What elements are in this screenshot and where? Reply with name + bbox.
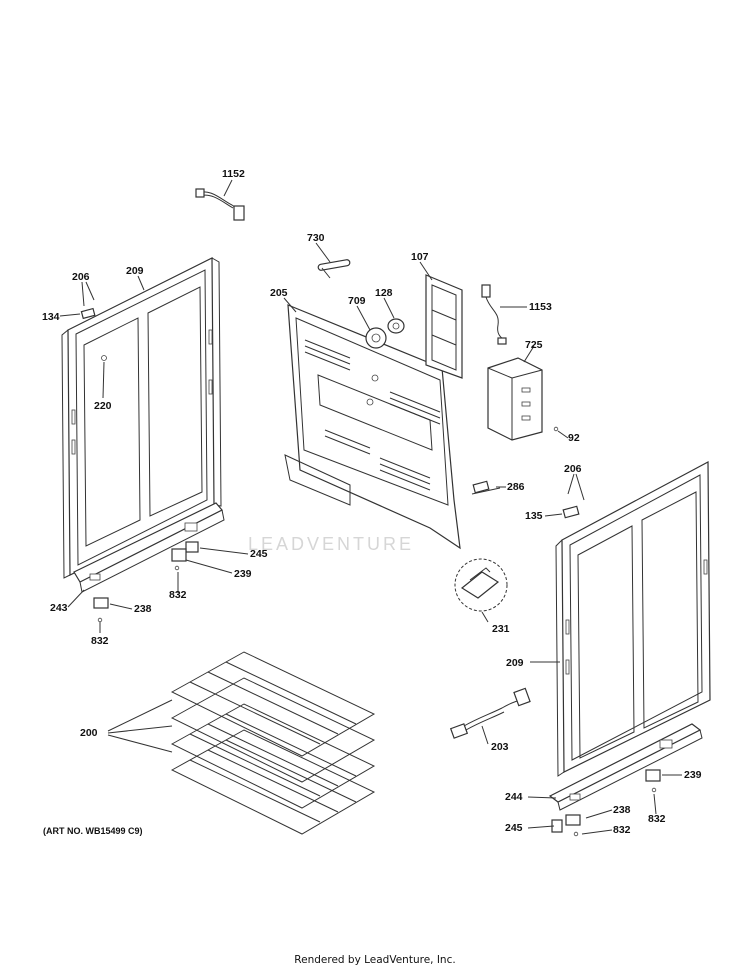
callout-832-right-a[interactable]: 832	[648, 813, 666, 825]
right-hardware	[551, 505, 661, 837]
washer-128	[387, 318, 405, 334]
part-286	[471, 480, 501, 495]
watermark-text: LEADVENTURE	[248, 534, 415, 554]
callout-135[interactable]: 135	[525, 510, 543, 522]
callout-239-right[interactable]: 239	[684, 769, 702, 781]
callout-832-left-b[interactable]: 832	[91, 635, 109, 647]
callout-200[interactable]: 200	[80, 727, 98, 739]
callout-239-left[interactable]: 239	[234, 568, 252, 580]
footer-credit: Rendered by LeadVenture, Inc.	[294, 954, 456, 966]
callout-134[interactable]: 134	[42, 311, 60, 323]
callout-238-left[interactable]: 238	[134, 603, 152, 615]
callout-203[interactable]: 203	[491, 741, 509, 753]
callout-206-left[interactable]: 206	[72, 271, 90, 283]
right-side-panel	[555, 461, 711, 777]
callout-709[interactable]: 709	[348, 295, 366, 307]
right-bottom-rail	[548, 723, 703, 811]
oven-racks	[170, 651, 376, 835]
callout-832-right-b[interactable]: 832	[613, 824, 631, 836]
callout-107[interactable]: 107	[411, 251, 429, 263]
bracket-725	[487, 357, 543, 441]
callout-128[interactable]: 128	[375, 287, 393, 299]
callout-92[interactable]: 92	[568, 432, 580, 444]
callout-209-left[interactable]: 209	[126, 265, 144, 277]
callout-244[interactable]: 244	[505, 791, 523, 803]
callout-206-right[interactable]: 206	[564, 463, 582, 475]
detail-231	[454, 558, 508, 612]
wire-harness-1152	[195, 188, 245, 221]
callout-220[interactable]: 220	[94, 400, 112, 412]
fan-grommet-709	[365, 327, 387, 349]
callout-286[interactable]: 286	[507, 481, 525, 493]
left-hardware	[80, 307, 199, 623]
element-730	[317, 259, 351, 279]
callout-243[interactable]: 243	[50, 602, 68, 614]
leader-lines	[59, 179, 682, 835]
art-number: (ART NO. WB15499 C9)	[43, 826, 143, 836]
callout-1153[interactable]: 1153	[529, 301, 552, 313]
callout-205[interactable]: 205	[270, 287, 288, 299]
screw-92	[553, 426, 559, 432]
power-cord-203	[449, 687, 531, 739]
callout-231[interactable]: 231	[492, 623, 510, 635]
control-board-107	[425, 274, 463, 379]
callout-725[interactable]: 725	[525, 339, 543, 351]
callout-245-left[interactable]: 245	[250, 548, 268, 560]
callout-832-left-a[interactable]: 832	[169, 589, 187, 601]
callout-1152[interactable]: 1152	[222, 168, 245, 180]
left-bottom-rail	[73, 502, 225, 593]
callout-209-right[interactable]: 209	[506, 657, 524, 669]
callout-730[interactable]: 730	[307, 232, 325, 244]
callout-245-right[interactable]: 245	[505, 822, 523, 834]
wire-harness-1153	[481, 284, 507, 345]
callout-238-right[interactable]: 238	[613, 804, 631, 816]
